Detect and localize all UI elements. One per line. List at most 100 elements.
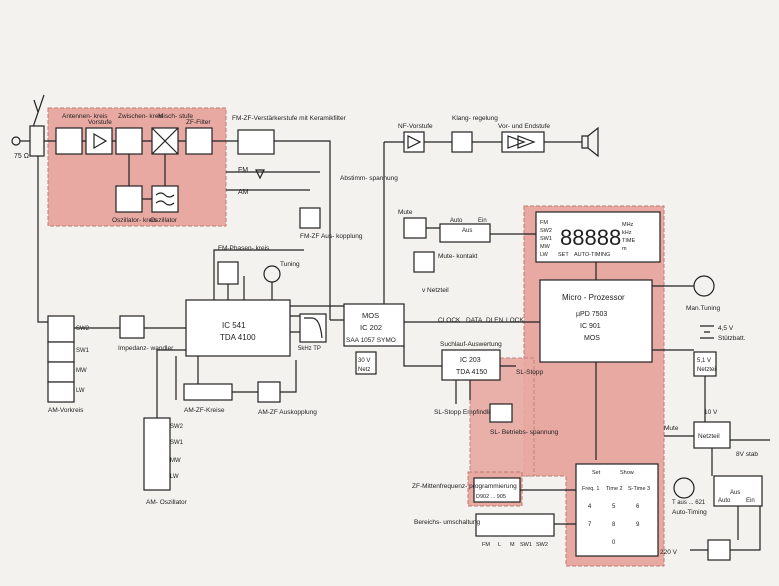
am-zf-ausk-block bbox=[257, 381, 281, 403]
unit-time: TIME bbox=[622, 238, 635, 244]
zf-mitten-label: ZF-Mittenfrequenz- programmierung bbox=[412, 483, 517, 490]
mischstufe-block bbox=[151, 127, 179, 155]
am-label: AM bbox=[238, 189, 249, 196]
upd-label: µPD 7503 bbox=[576, 311, 607, 318]
speaker-icon bbox=[581, 126, 599, 158]
unit-khz: kHz bbox=[622, 230, 632, 236]
display-set: SET bbox=[558, 252, 569, 258]
key-0: 0 bbox=[612, 540, 616, 546]
ic901-label: IC 901 bbox=[580, 323, 601, 330]
tda4100-label: TDA 4100 bbox=[220, 333, 256, 342]
am-zf-kreise-block bbox=[183, 383, 233, 401]
ic202-block bbox=[343, 303, 405, 347]
key-stime: S-Time 3 bbox=[628, 486, 650, 492]
suchlauf-label: Suchlauf-Auswertung bbox=[440, 341, 502, 348]
zwischenkreis-label: Zwischen- kreis bbox=[118, 113, 164, 120]
lock-label: LOCK bbox=[506, 317, 524, 324]
abstimm-label: Abstimm- spannung bbox=[340, 175, 398, 182]
sl-betrieb-block bbox=[489, 403, 513, 423]
key-5: 5 bbox=[612, 504, 616, 510]
keypad-block bbox=[575, 463, 659, 557]
v10-label: 10 V bbox=[704, 409, 718, 416]
band-lw: LW bbox=[540, 252, 549, 258]
key-time: Time 2 bbox=[606, 486, 623, 492]
band-sw1: SW1 bbox=[540, 236, 552, 242]
nf-vorstufe-label: NF-Vorstufe bbox=[398, 123, 433, 130]
band-sw2: SW2 bbox=[540, 228, 552, 234]
lw-coil bbox=[47, 381, 75, 403]
auto-timing-label: Auto-Timing bbox=[672, 509, 707, 516]
aus2-label: Aus bbox=[730, 490, 740, 496]
mw-coil bbox=[47, 361, 75, 383]
micro-label: Micro - Prozessor bbox=[562, 293, 625, 302]
v45-label: 4,5 V bbox=[718, 325, 734, 332]
vorstufe-label: Vorstufe bbox=[88, 119, 112, 126]
slstopp-label: SL-Stopp bbox=[516, 369, 543, 376]
mute2-label: Mute bbox=[664, 425, 679, 432]
ic203-label: IC 203 bbox=[460, 357, 481, 364]
netz-label: Netz bbox=[358, 367, 370, 373]
sw2-osz-label: SW2 bbox=[170, 424, 184, 430]
key-8: 8 bbox=[612, 522, 616, 528]
data-label: DATA bbox=[466, 317, 483, 324]
am-osz-label: AM- Oszillator bbox=[146, 499, 188, 506]
tuning-meter-icon bbox=[263, 265, 281, 283]
mutekontakt-block bbox=[413, 251, 435, 273]
unit-mhz: MHz bbox=[622, 222, 634, 228]
oszillator-block bbox=[151, 185, 179, 213]
sw1-coil bbox=[47, 341, 75, 363]
mischstufe-label: Misch- stufe bbox=[158, 113, 193, 120]
battery-icon bbox=[700, 325, 714, 339]
fm-phasenkreis-block bbox=[217, 261, 239, 285]
fm-phasenkreis-label: FM-Phasen- kreis bbox=[218, 245, 270, 252]
sw1-label: SW1 bbox=[76, 348, 90, 354]
sw2-coil bbox=[47, 315, 75, 343]
lw-osz-label: LW bbox=[170, 474, 179, 480]
key-set: Set bbox=[592, 470, 601, 476]
fm-zf-label: FM-ZF-Verstärkerstufe mit Keramikfilter bbox=[232, 115, 347, 122]
dlen-label: DLEN bbox=[486, 317, 504, 324]
fm-label: FM bbox=[238, 167, 248, 174]
key-show: Show bbox=[620, 470, 634, 476]
ic202-label: IC 202 bbox=[360, 323, 382, 332]
key-9: 9 bbox=[636, 522, 640, 528]
am-osz-block bbox=[143, 417, 171, 491]
lw-label: LW bbox=[76, 388, 85, 394]
band-key-sw1: SW1 bbox=[520, 542, 532, 548]
d-range-label: D902 ... 905 bbox=[476, 494, 506, 500]
bereichs-label: Bereichs- umschaltung bbox=[414, 519, 480, 526]
auto-timing-icon bbox=[673, 477, 695, 499]
mute-label: Mute bbox=[398, 209, 413, 216]
klangregelung-label: Klang- regelung bbox=[452, 115, 498, 122]
fm-zf-ausk-block bbox=[299, 207, 321, 229]
ic203-block bbox=[441, 349, 501, 381]
key-7: 7 bbox=[588, 522, 592, 528]
klangregelung-block bbox=[451, 131, 473, 153]
band-mw: MW bbox=[540, 244, 551, 250]
key-freq: Freq. 1 bbox=[582, 486, 599, 492]
v220-label: 220 V bbox=[660, 549, 678, 556]
impedanz-block bbox=[119, 315, 145, 339]
v30-label: 30 V bbox=[358, 358, 370, 364]
mos2-label: MOS bbox=[584, 335, 600, 342]
sw2-label: SW2 bbox=[76, 326, 90, 332]
v51-label: 5,1 V bbox=[697, 358, 711, 364]
display-digits: 88888 bbox=[560, 225, 621, 250]
antennenkreis-label: Antennen- kreis bbox=[62, 113, 108, 120]
auto-label: Auto bbox=[450, 218, 463, 224]
ein2-label: Ein bbox=[746, 498, 755, 504]
tuning-label: Tuning bbox=[280, 261, 300, 268]
impedanz-label: Impedanz- wandler bbox=[118, 345, 174, 352]
antennenkreis-block bbox=[55, 127, 83, 155]
mw-label: MW bbox=[76, 368, 87, 374]
netzteil-main-label: Netzteil bbox=[698, 433, 720, 440]
lcd-display bbox=[535, 211, 661, 263]
vorstufe-block bbox=[85, 127, 113, 155]
zwischenkreis-block bbox=[115, 127, 143, 155]
v8-label: 8V stab bbox=[736, 451, 758, 458]
bereichs-block bbox=[475, 513, 555, 537]
t-aus-label: T aus ... 621 bbox=[672, 500, 706, 506]
netzteil51-label: Netzteil bbox=[697, 367, 717, 373]
aus-label: Aus bbox=[462, 228, 472, 234]
